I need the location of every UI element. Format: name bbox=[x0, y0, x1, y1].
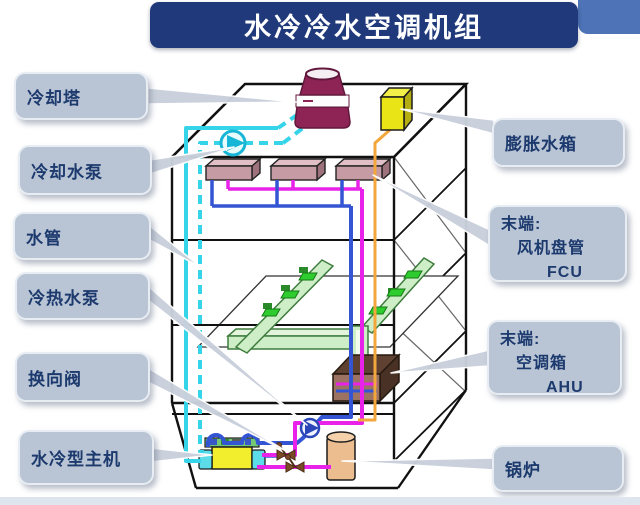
pointer-boiler bbox=[341, 457, 495, 471]
air-diffusers bbox=[261, 270, 423, 317]
boiler-tank bbox=[326, 431, 356, 481]
floor-lines bbox=[172, 239, 394, 415]
callout-cooling-tower: 冷却塔 bbox=[14, 72, 148, 120]
terminal-ahu-line2: 空调箱 bbox=[516, 355, 568, 372]
cooling-water-riser-b bbox=[281, 111, 325, 145]
boiler-label: 锅炉 bbox=[505, 461, 541, 480]
fcu-unit bbox=[269, 157, 327, 182]
callout-water-pipe: 水管 bbox=[13, 212, 151, 260]
cooling-tower-shape bbox=[294, 67, 351, 129]
return-pipe-blue bbox=[206, 206, 353, 447]
terminal-fcu-line2: 风机盘管 bbox=[517, 240, 586, 257]
terminal-ahu-line1: 末端: bbox=[500, 331, 541, 348]
callout-water-cooled-main-unit: 水冷型主机 bbox=[18, 430, 154, 485]
ahu-duct-highlight bbox=[356, 330, 363, 364]
callout-chilled-hot-water-pump: 冷热水泵 bbox=[15, 272, 150, 320]
expansion-tank-label: 膨胀水箱 bbox=[505, 135, 577, 154]
expansion-tank-shape bbox=[379, 86, 414, 133]
callout-terminal-fcu: 末端: 风机盘管 FCU bbox=[488, 205, 627, 282]
duct-diagonal-left bbox=[234, 259, 335, 354]
pointer-cooling-tower bbox=[147, 87, 297, 105]
footer-strip bbox=[0, 497, 640, 505]
ahu-front-face bbox=[332, 373, 381, 402]
callout-cooling-water-pump: 冷却水泵 bbox=[18, 145, 152, 195]
fcu-unit bbox=[204, 157, 262, 182]
water-cooled-main-unit-label: 水冷型主机 bbox=[31, 450, 121, 469]
reversing-valve-symbols bbox=[276, 442, 305, 473]
fcu-unit bbox=[334, 157, 392, 182]
reversing-valve-label: 换向阀 bbox=[28, 369, 82, 389]
water-pipe-label: 水管 bbox=[26, 228, 62, 248]
callout-boiler: 锅炉 bbox=[492, 445, 624, 492]
corner-accent-bar bbox=[578, 0, 640, 34]
callout-expansion-tank: 膨胀水箱 bbox=[492, 118, 625, 167]
title-banner: 水冷冷水空调机组 bbox=[150, 2, 578, 48]
terminal-fcu-line1: 末端: bbox=[501, 216, 542, 233]
fcu-branch-piping bbox=[210, 180, 362, 208]
callout-pointers bbox=[147, 87, 495, 471]
fcu-units bbox=[204, 157, 392, 182]
pointer-terminal-fcu bbox=[372, 174, 491, 247]
cooling-water-pipe-solid bbox=[184, 126, 278, 463]
cooling-water-pump-symbol bbox=[219, 129, 247, 157]
terminal-fcu-line3: FCU bbox=[547, 264, 583, 281]
pointer-terminal-ahu bbox=[390, 349, 490, 374]
cooling-water-pump-label: 冷却水泵 bbox=[31, 162, 103, 182]
cooling-tower-label: 冷却塔 bbox=[27, 88, 81, 108]
callout-reversing-valve: 换向阀 bbox=[15, 352, 150, 402]
cooling-water-pipe-dashed bbox=[198, 141, 283, 454]
chilled-hot-water-pump-label: 冷热水泵 bbox=[28, 288, 100, 308]
callout-terminal-ahu: 末端: 空调箱 AHU bbox=[487, 320, 622, 396]
page-title: 水冷冷水空调机组 bbox=[244, 12, 484, 43]
terminal-ahu-line3: AHU bbox=[546, 379, 584, 396]
pointer-water-pipe bbox=[149, 225, 203, 269]
expansion-pipe-orange bbox=[358, 126, 393, 422]
